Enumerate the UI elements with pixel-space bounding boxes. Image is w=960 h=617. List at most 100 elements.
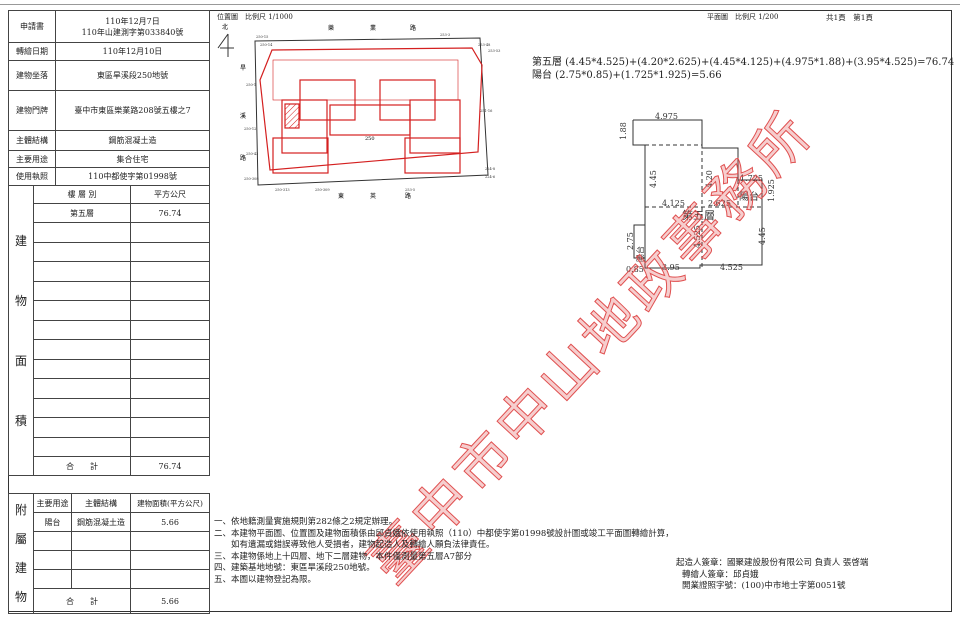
svg-text:4.125: 4.125 bbox=[662, 199, 685, 208]
svg-text:224-6: 224-6 bbox=[485, 175, 495, 179]
label: 轉繪日期 bbox=[8, 42, 56, 61]
svg-text:250-15: 250-15 bbox=[256, 35, 268, 39]
svg-text:樂: 樂 bbox=[328, 24, 334, 32]
value: 臺中市東區樂業路208號五樓之7 bbox=[55, 90, 210, 131]
notes: 一、依地籍測量實施規則第282條之2規定辦理。 二、本建物平面圖、位置圖及建物面… bbox=[214, 517, 674, 586]
signatures: 起造人簽章：國聚建設股份有限公司 負責人 張啓端 轉繪人簽章：邱貞娥 開業證照字… bbox=[676, 558, 868, 593]
label: 建物門牌 bbox=[8, 90, 56, 131]
dimension-labels: 4.975 1.88 4.45 4.20 1.725 1.925 4.125 2… bbox=[619, 112, 776, 274]
svg-text:250-308: 250-308 bbox=[244, 177, 259, 181]
svg-text:東: 東 bbox=[338, 192, 344, 200]
road-labels: 樂業路 旱溪路 東英路 bbox=[240, 24, 416, 200]
floor-plan: 4.975 1.88 4.45 4.20 1.725 1.925 4.125 2… bbox=[619, 112, 776, 274]
builder-signature: 起造人簽章：國聚建設股份有限公司 負責人 張啓端 bbox=[676, 558, 869, 568]
north-arrow-icon bbox=[217, 33, 234, 57]
top-edge bbox=[0, 0, 960, 5]
label: 申請書 bbox=[8, 10, 56, 43]
area-side-label: 建物面積 bbox=[8, 185, 34, 476]
svg-text:250-14: 250-14 bbox=[260, 43, 273, 47]
label: 建物坐落 bbox=[8, 60, 56, 91]
svg-text:0.85: 0.85 bbox=[626, 265, 644, 274]
svg-text:4.975: 4.975 bbox=[655, 112, 678, 121]
balcony-label: 陽台 bbox=[739, 190, 759, 203]
north-label: 北 bbox=[222, 23, 228, 31]
value: 集合住宅 bbox=[55, 150, 210, 168]
site-plan-title: 位置圖 比例尺 1/1000 bbox=[217, 13, 293, 21]
site-boundary bbox=[259, 47, 483, 171]
svg-text:4.525: 4.525 bbox=[693, 225, 702, 248]
drafter-signature: 轉繪人簽章：邱貞娥 bbox=[682, 569, 759, 580]
note: 二、本建物平面圖、位置圖及建物面積係由邱貞娥依使用執照（110）中都使字第019… bbox=[214, 528, 674, 539]
note: 如有遺漏或錯誤導致他人受損者，建物起造人及轉繪人願負法律責任。 bbox=[214, 540, 495, 550]
area-header: 建物面積(平方公尺) bbox=[130, 493, 210, 513]
svg-text:英: 英 bbox=[370, 192, 376, 200]
value: 110中都使字第01998號 bbox=[55, 167, 210, 186]
svg-text:4.20: 4.20 bbox=[705, 170, 714, 188]
total-label: 合 計 bbox=[33, 588, 131, 614]
svg-text:3.95: 3.95 bbox=[662, 263, 680, 272]
site-plan: 北 250 樂業路 旱溪路 東英路 250-15250-14 250-1250-… bbox=[217, 23, 500, 200]
building-footprint bbox=[272, 59, 461, 174]
parcel-labels: 250-15 250-14 250-1 250-12 250-42 250-308 2… bbox=[244, 33, 500, 192]
svg-text:251-16: 251-16 bbox=[480, 109, 492, 113]
struct-header: 主體結構 bbox=[71, 493, 131, 513]
total-value: 76.74 bbox=[130, 456, 210, 476]
page-count: 共1頁 第1頁 bbox=[826, 13, 874, 22]
floor-header: 樓 層 別 bbox=[33, 185, 131, 204]
accessory-side-label: 附屬建物 bbox=[8, 493, 34, 614]
floor-plan-title: 平面圖 比例尺 1/200 bbox=[707, 13, 779, 21]
balcony-area-formula: 陽台 (2.75*0.85)+(1.725*1.925)=5.66 bbox=[532, 70, 722, 81]
note: 四、建築基地地號：東區旱溪段250地號。 bbox=[214, 563, 375, 573]
svg-text:2.625: 2.625 bbox=[708, 199, 731, 208]
note: 五、本圖以建物登記為限。 bbox=[214, 574, 317, 585]
note: 一、依地籍測量實施規則第282條之2規定辦理。 bbox=[214, 517, 398, 527]
value: 110年12月10日 bbox=[55, 42, 210, 61]
application-date: 110年12月7日 bbox=[105, 16, 160, 26]
label: 主體結構 bbox=[8, 130, 56, 151]
label: 主要用途 bbox=[8, 150, 56, 168]
license-number: 開業證照字號：(100)中市地士字第0051號 bbox=[682, 581, 846, 591]
svg-text:路: 路 bbox=[405, 192, 411, 200]
svg-text:250-42: 250-42 bbox=[246, 152, 258, 156]
struct-cell: 鋼筋混凝土造 bbox=[71, 512, 131, 532]
dashed-divisions bbox=[645, 144, 762, 268]
svg-text:2.75: 2.75 bbox=[626, 232, 635, 250]
svg-text:1.88: 1.88 bbox=[619, 122, 628, 140]
svg-text:旱: 旱 bbox=[240, 65, 246, 72]
svg-text:253-53: 253-53 bbox=[488, 49, 500, 53]
svg-text:250-309: 250-309 bbox=[315, 188, 330, 192]
svg-text:4.45: 4.45 bbox=[649, 170, 658, 188]
lot-number: 250 bbox=[365, 136, 375, 142]
svg-text:路: 路 bbox=[240, 154, 246, 162]
balcony-label-2: 陽台 bbox=[635, 246, 645, 262]
svg-text:溪: 溪 bbox=[240, 112, 246, 120]
value: 東區旱溪段250地號 bbox=[55, 60, 210, 91]
note: 三、本建物係地上十四層、地下二層建物，本件僅測量第五層A7部分 bbox=[214, 551, 473, 562]
svg-text:253-5: 253-5 bbox=[405, 188, 415, 192]
total-label: 合 計 bbox=[33, 456, 131, 476]
use-cell: 陽台 bbox=[33, 512, 72, 532]
svg-text:業: 業 bbox=[370, 24, 376, 32]
floor-cell: 第五層 bbox=[33, 203, 131, 223]
application-number: 110年山建測字第033840號 bbox=[81, 27, 184, 37]
svg-text:路: 路 bbox=[410, 24, 416, 32]
svg-text:224-8: 224-8 bbox=[485, 167, 495, 171]
sqm-cell: 76.74 bbox=[130, 203, 210, 223]
svg-text:250-1: 250-1 bbox=[246, 83, 256, 87]
svg-text:253-48: 253-48 bbox=[478, 43, 490, 47]
area-cell: 5.66 bbox=[130, 512, 210, 532]
floor-label: 第五層 bbox=[682, 208, 715, 222]
svg-text:1.725: 1.725 bbox=[740, 174, 763, 183]
svg-text:253-3: 253-3 bbox=[440, 33, 450, 37]
sqm-header: 平方公尺 bbox=[130, 185, 210, 204]
svg-text:1.925: 1.925 bbox=[767, 179, 776, 202]
lot-boundary bbox=[254, 37, 489, 186]
total-value: 5.66 bbox=[130, 588, 210, 614]
value: 鋼筋混凝土造 bbox=[55, 130, 210, 151]
svg-text:4.45: 4.45 bbox=[758, 227, 767, 245]
svg-text:4.525: 4.525 bbox=[720, 263, 743, 272]
svg-text:250-12: 250-12 bbox=[244, 127, 256, 131]
